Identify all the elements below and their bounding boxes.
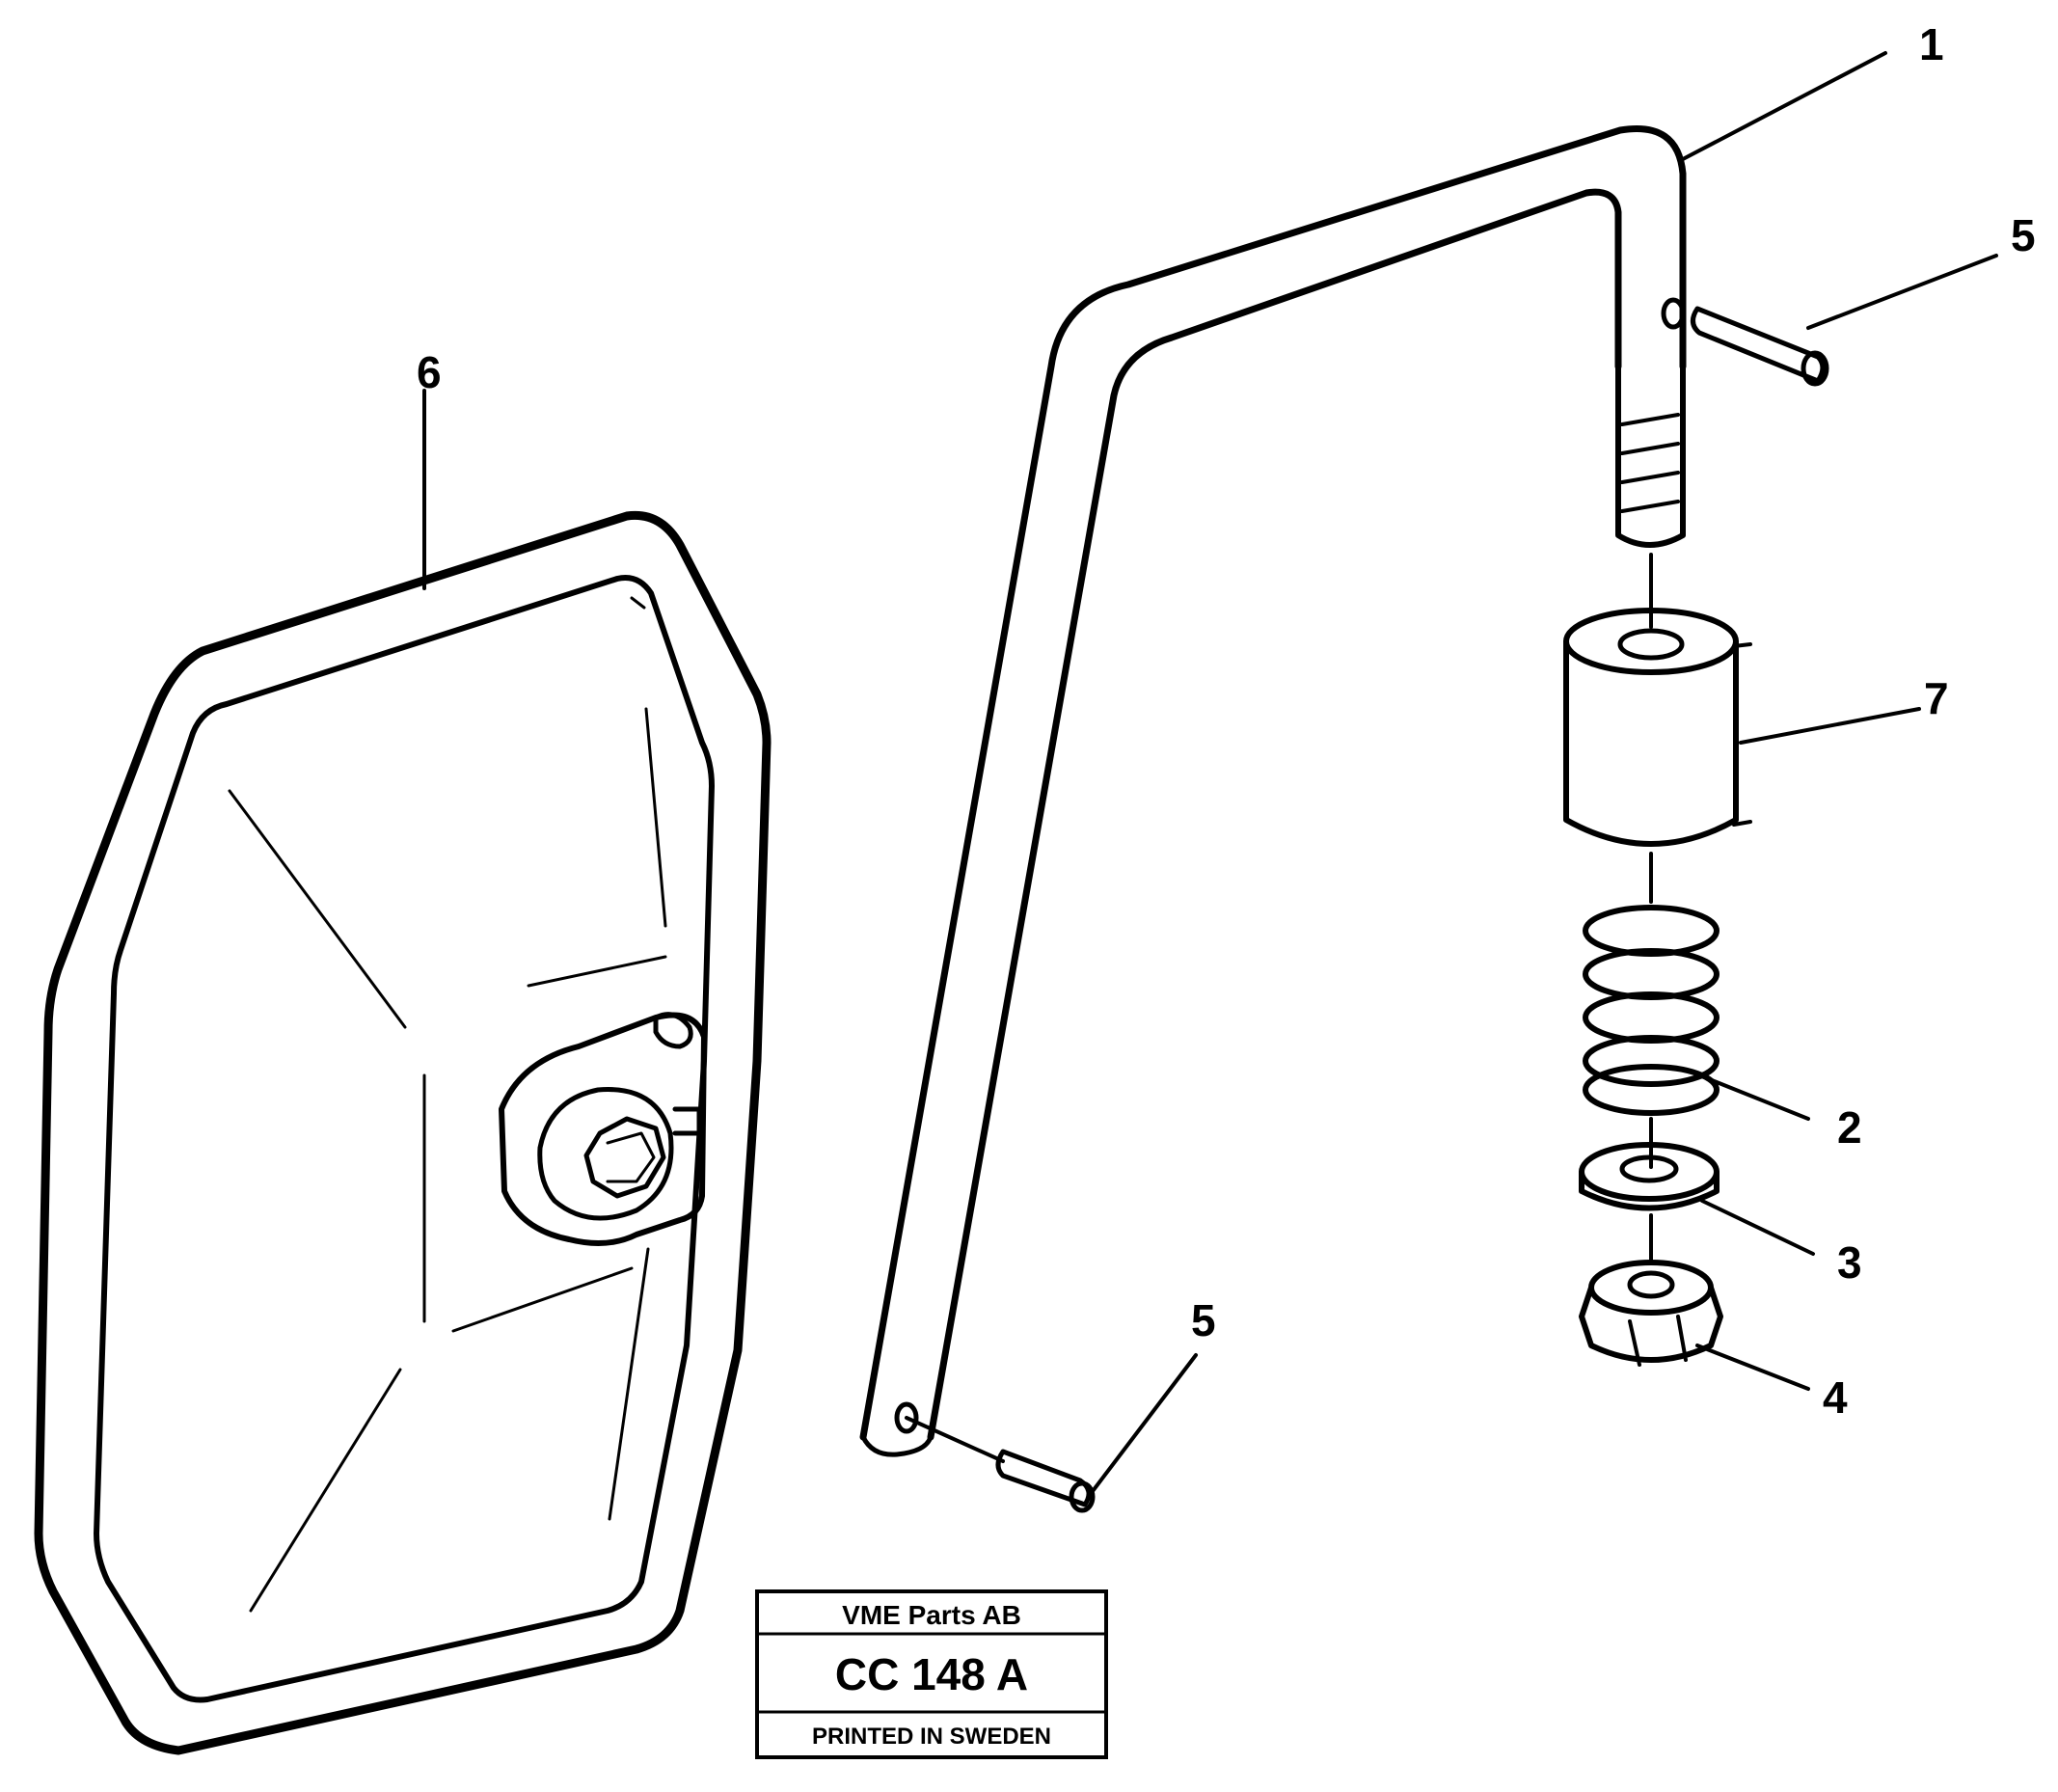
pin-part-5-lower xyxy=(905,1416,1096,1513)
bushing-part-7 xyxy=(1563,608,1752,904)
washer-part-3 xyxy=(1579,1142,1720,1265)
stamp-printed: PRINTED IN SWEDEN xyxy=(812,1724,1051,1750)
callout-6: 6 xyxy=(417,347,442,397)
title-stamp: VME Parts AB CC 148 A PRINTED IN SWEDEN xyxy=(755,1589,1108,1759)
callout-7: 7 xyxy=(1924,673,1949,723)
nut-part-4 xyxy=(1579,1260,1723,1367)
stamp-code: CC 148 A xyxy=(835,1649,1028,1699)
callout-5-lower: 5 xyxy=(1191,1295,1216,1345)
pin-part-5-upper xyxy=(1691,306,1829,387)
callout-5-upper: 5 xyxy=(2011,210,2036,260)
mirror-part-6 xyxy=(34,510,772,1755)
leader-lines xyxy=(422,51,1998,1497)
callout-4: 4 xyxy=(1823,1372,1848,1423)
callout-3: 3 xyxy=(1837,1237,1862,1288)
callout-2: 2 xyxy=(1837,1102,1862,1153)
mirror-arm-rod-part-1 xyxy=(859,125,1687,1457)
stamp-company: VME Parts AB xyxy=(842,1600,1021,1630)
spring-part-2 xyxy=(1583,905,1720,1116)
callout-1: 1 xyxy=(1919,19,1944,69)
